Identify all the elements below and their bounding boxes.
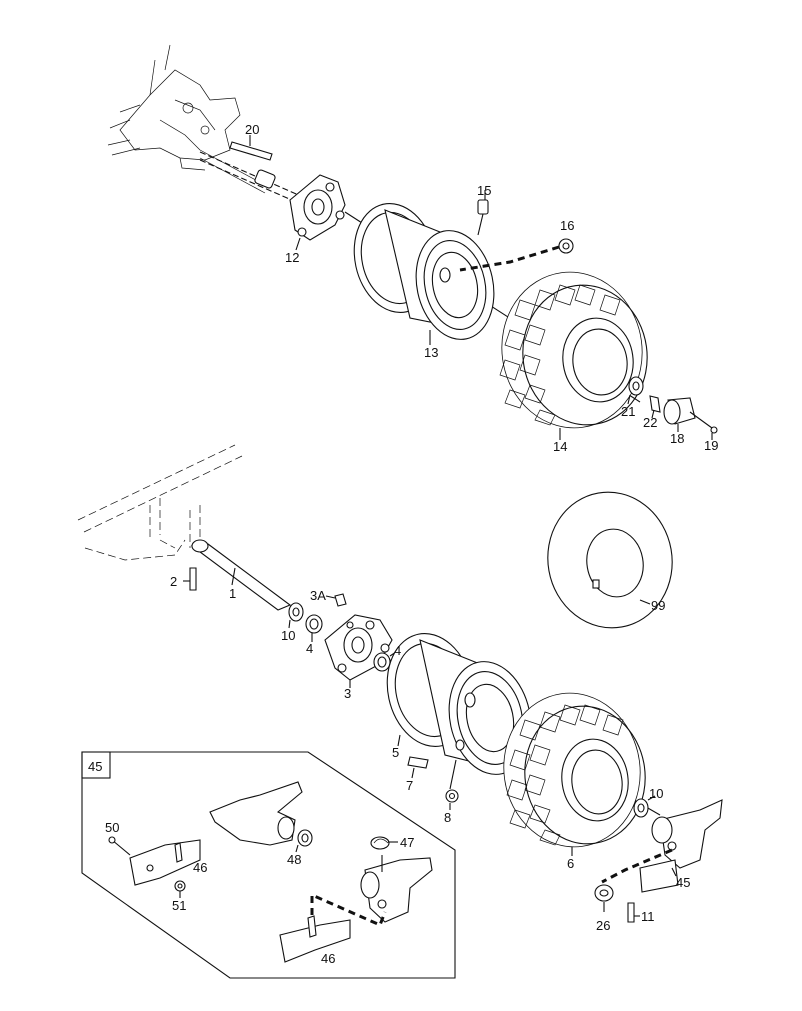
callout-8: 8	[444, 810, 451, 825]
callout-4-left: 4	[306, 641, 313, 656]
callout-99: 99	[651, 598, 665, 613]
axle-part-1	[190, 539, 292, 611]
callout-14: 14	[553, 439, 567, 454]
nut-part-8	[445, 759, 459, 810]
callout-13: 13	[424, 345, 438, 360]
tire-part-14	[499, 271, 648, 440]
callout-3: 3	[344, 686, 351, 701]
valve-part-7	[407, 756, 429, 779]
valve-part-15	[477, 190, 489, 236]
inset-arm	[209, 781, 303, 846]
callout-6: 6	[567, 856, 574, 871]
callout-1: 1	[229, 586, 236, 601]
callout-5: 5	[392, 745, 399, 760]
callout-2: 2	[170, 574, 177, 589]
callout-12: 12	[285, 250, 299, 265]
pin-part-11	[627, 902, 640, 923]
inset-bushing-48	[295, 829, 313, 853]
callout-21: 21	[621, 404, 635, 419]
clip-part-3a	[325, 593, 347, 607]
tire-part-6	[503, 692, 646, 856]
pin-part-2	[183, 567, 197, 591]
inset-bolt-50	[108, 836, 131, 856]
callout-20: 20	[245, 122, 259, 137]
rim-part-13	[353, 203, 495, 345]
nut-part-16	[459, 238, 574, 272]
washer-part-21	[627, 376, 644, 405]
inset-bracket-46-lower	[279, 892, 387, 963]
callout-11: 11	[641, 909, 655, 924]
hub-part-12	[289, 174, 346, 251]
cap-part-18	[663, 397, 696, 432]
callout-47: 47	[400, 835, 414, 850]
inset-tag-45: 45	[88, 759, 102, 774]
rim-part-5	[386, 633, 532, 775]
callout-48: 48	[287, 852, 301, 867]
frame-outline-lower	[77, 444, 243, 561]
inset-bracket-46-upper	[129, 839, 201, 886]
callout-16: 16	[560, 218, 574, 233]
callout-4-right: 4	[394, 643, 401, 658]
spindle-part-45	[601, 799, 723, 893]
washer-part-26	[594, 884, 614, 912]
callout-46-upper: 46	[193, 860, 207, 875]
callout-10-upper: 10	[281, 628, 295, 643]
inset-nut-51	[174, 880, 186, 898]
callout-45: 45	[676, 875, 690, 890]
callout-50: 50	[105, 820, 119, 835]
tube-part-99	[547, 491, 673, 629]
callout-26: 26	[596, 918, 610, 933]
callout-labels: 20 15 16 12 13 14 21 22 18 19 2 1 3A 10 …	[88, 122, 718, 966]
inset-clip-47	[370, 836, 398, 850]
callout-19: 19	[704, 438, 718, 453]
callout-3a: 3A	[310, 588, 326, 603]
callout-18: 18	[670, 431, 684, 446]
bolt-part-19	[689, 411, 718, 440]
callout-46-lower: 46	[321, 951, 335, 966]
callout-22: 22	[643, 415, 657, 430]
washer-part-10-upper	[288, 602, 304, 629]
washer-part-10-lower	[633, 795, 656, 818]
spacer-part-22	[649, 395, 661, 419]
bushing-part-4-left	[305, 614, 323, 642]
hub-part-3	[324, 614, 393, 688]
callout-7: 7	[406, 778, 413, 793]
key-part-20	[229, 135, 273, 161]
inset-frame	[81, 751, 456, 979]
callout-10-lower: 10	[649, 786, 663, 801]
callout-51: 51	[172, 898, 186, 913]
transaxle-housing	[107, 44, 266, 194]
callout-15: 15	[477, 183, 491, 198]
inset-spindle	[360, 855, 433, 923]
